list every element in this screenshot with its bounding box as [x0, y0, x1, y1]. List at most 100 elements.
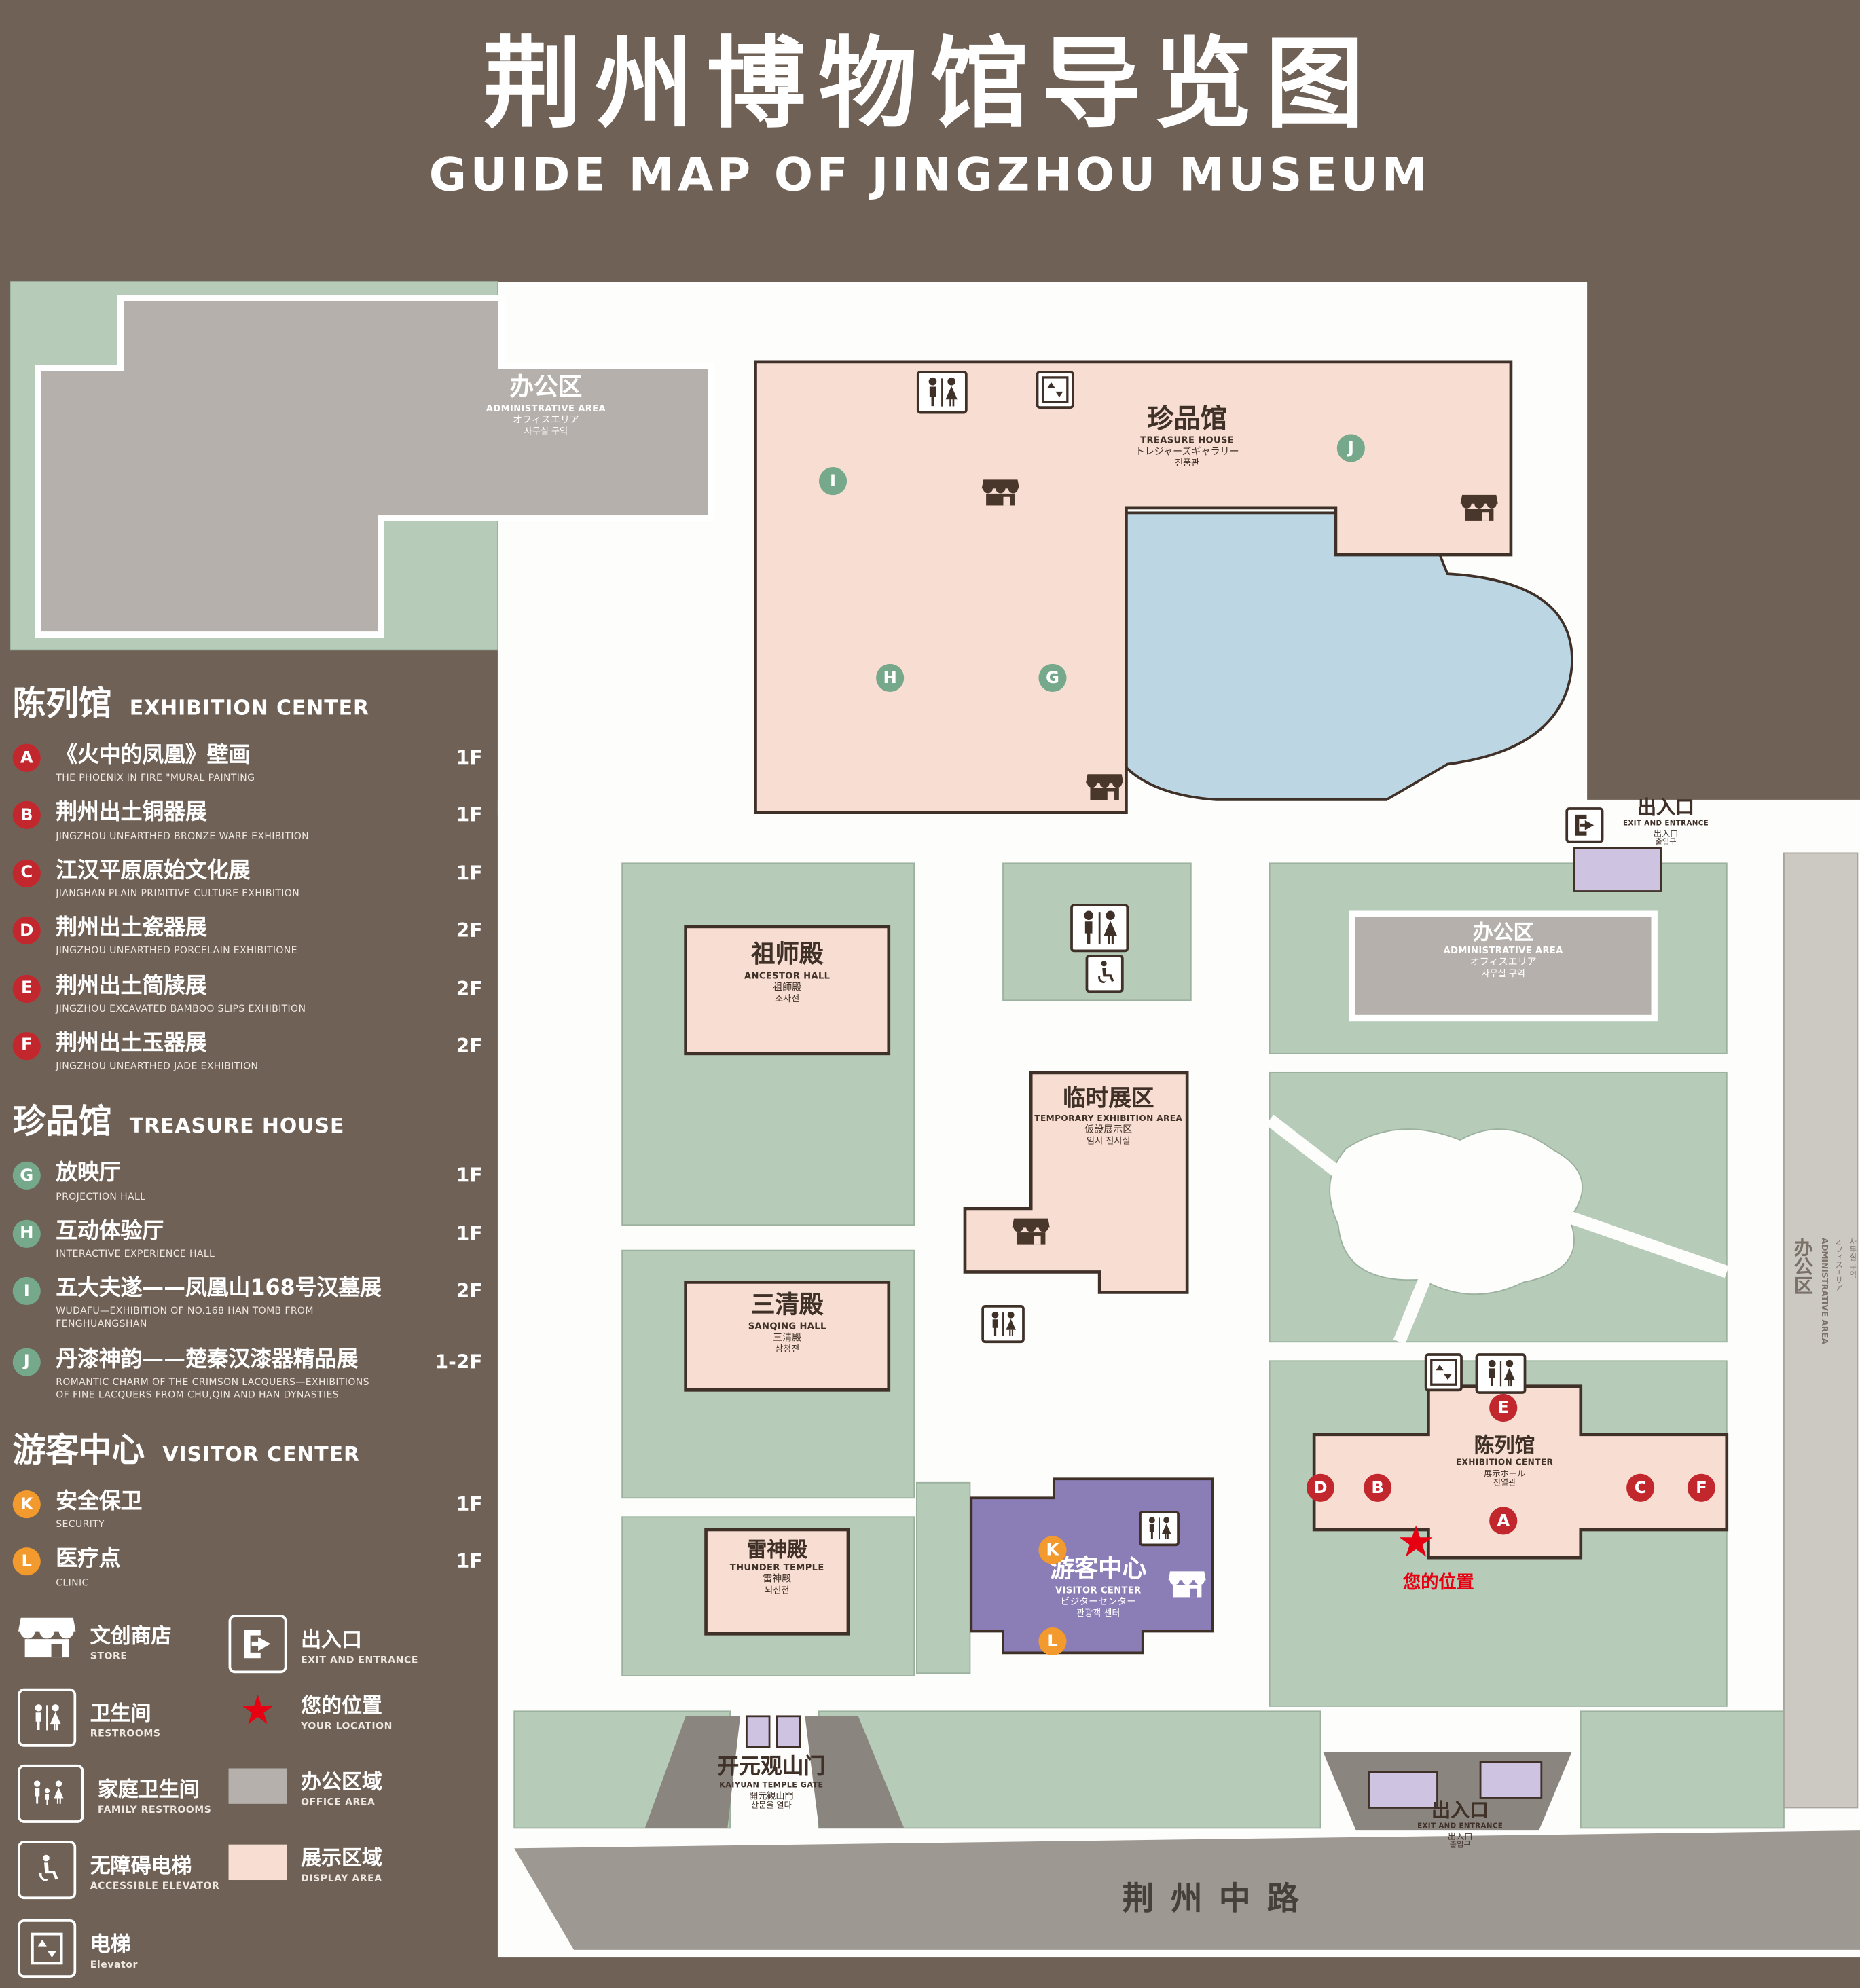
legend-section-exhibition-center: 陈列馆 EXHIBITION CENTER — [12, 685, 369, 724]
accessible-restroom-icon — [1085, 955, 1124, 993]
legend-item-F: F 荆州出土玉器展 JINGZHOU UNEARTHED JADE EXHIBI… — [12, 1031, 500, 1073]
garden-path-1 — [1265, 1114, 1353, 1186]
marker-badge-H: H — [12, 1219, 41, 1248]
map-marker-G: G — [1038, 663, 1067, 692]
restroom-icon — [916, 370, 968, 414]
legend-family-restrooms: 家庭卫生间 FAMILY RESTROOMS — [18, 1764, 211, 1823]
exit-topright-label: 出入口 EXIT AND ENTRANCE 出入口 출입구 — [1622, 796, 1709, 847]
treasure-house-name: 珍品馆 — [1147, 403, 1228, 435]
map-marker-I: I — [818, 467, 847, 496]
gate-ramp-left — [644, 1716, 741, 1828]
floor-badge: 1F — [456, 862, 483, 885]
legend-exit: 出入口 EXIT AND ENTRANCE — [228, 1615, 418, 1674]
display-area-swatch — [228, 1844, 287, 1881]
marker-badge-I: I — [12, 1276, 41, 1306]
marker-badge-C: C — [12, 859, 41, 887]
map-marker-E: E — [1489, 1393, 1518, 1422]
grounds-gate-right — [818, 1710, 1321, 1829]
store-icon — [1460, 492, 1498, 523]
floor-badge: 2F — [456, 1034, 483, 1058]
gate-pad-1 — [745, 1715, 771, 1748]
floor-badge: 1F — [456, 746, 483, 770]
marker-badge-J: J — [12, 1347, 41, 1376]
floor-badge: 1F — [456, 1221, 483, 1245]
admin-strip-label: 办公区 ADMINISTRATIVE AREA オフィスエリア 사무실 구역 — [1791, 1237, 1857, 1344]
legend-item-H: H 互动体验厅 INTERACTIVE EXPERIENCE HALL 1F — [12, 1218, 500, 1260]
treasure-house-building — [754, 360, 1513, 814]
legend-restrooms: 卫生间 RESTROOMS — [18, 1688, 160, 1747]
page-title: 荆州博物馆导览图 — [483, 28, 1377, 143]
floor-badge: 2F — [456, 919, 483, 942]
floor-badge: 1F — [456, 1550, 483, 1574]
restroom-icon — [18, 1688, 77, 1747]
legend-item-A: A 《火中的凤凰》壁画 THE PHOENIX IN FIRE "MURAL P… — [12, 743, 500, 785]
marker-badge-E: E — [12, 974, 41, 1003]
exit-icon — [1565, 807, 1604, 843]
floor-badge: 2F — [456, 1279, 483, 1303]
legend-section-visitor-center: 游客中心 VISITOR CENTER — [12, 1432, 361, 1471]
admin-strip-area — [1783, 852, 1859, 1809]
legend-item-D: D 荆州出土瓷器展 JINGZHOU UNEARTHED PORCELAIN E… — [12, 915, 500, 957]
garden-path-2 — [1565, 1210, 1729, 1278]
office-area-swatch — [228, 1768, 287, 1804]
entrance-pad-topright — [1573, 847, 1662, 892]
legend-elevator: 电梯 Elevator — [18, 1919, 138, 1978]
legend-accessible-elevator: 无障碍电梯 ACCESSIBLE ELEVATOR — [18, 1841, 219, 1900]
legend-panel: 陈列馆 EXHIBITION CENTER A 《火中的凤凰》壁画 THE PH… — [12, 678, 500, 1604]
restroom-icon — [1070, 904, 1129, 953]
map-marker-F: F — [1687, 1473, 1715, 1502]
your-location-icon: ★ — [239, 1685, 276, 1735]
admin-topleft-name: 办公区 — [509, 373, 583, 401]
map-marker-A: A — [1489, 1507, 1518, 1535]
floor-badge: 1-2F — [435, 1350, 483, 1374]
marker-badge-K: K — [12, 1490, 41, 1519]
your-location-text: 您的位置 — [1403, 1572, 1474, 1594]
elevator-icon — [1036, 370, 1074, 409]
admin-building-right — [1349, 910, 1658, 1022]
accessible-elevator-icon — [18, 1841, 77, 1900]
legend-your-location: ★ 您的位置 YOUR LOCATION — [229, 1689, 393, 1732]
marker-badge-F: F — [12, 1031, 41, 1060]
your-location-star-icon: ★ — [1396, 1517, 1436, 1568]
marker-badge-G: G — [12, 1162, 41, 1190]
ancestor-hall-label: 祖师殿 ANCESTOR HALL 祖師殿 조사전 — [744, 940, 831, 1004]
exit-bottom-label: 出入口 EXIT AND ENTRANCE 出入口 출입구 — [1417, 1799, 1503, 1850]
grounds-bottom-right — [1580, 1710, 1785, 1829]
gate-ramp-right — [805, 1716, 905, 1828]
map-marker-H: H — [876, 663, 905, 692]
page-subtitle: GUIDE MAP OF JINGZHOU MUSEUM — [428, 149, 1432, 202]
visitor-center-label: 游客中心 VISITOR CENTER ビジターセンター 관광객 센터 — [1050, 1555, 1147, 1618]
legend-item-B: B 荆州出土铜器展 JINGZHOU UNEARTHED BRONZE WARE… — [12, 800, 500, 843]
map-marker-C: C — [1626, 1473, 1655, 1502]
legend-display-area: 展示区域 DISPLAY AREA — [228, 1841, 382, 1884]
restroom-icon — [1475, 1353, 1527, 1394]
entrance-pad-bottom-2 — [1479, 1761, 1543, 1799]
legend-office-area: 办公区域 OFFICE AREA — [228, 1765, 382, 1807]
map-marker-D: D — [1306, 1473, 1335, 1502]
road-jingzhou-middle — [514, 1830, 1860, 1950]
store-icon — [1012, 1216, 1050, 1247]
store-icon — [1168, 1569, 1206, 1600]
store-icon — [1086, 772, 1124, 803]
thunder-temple-building — [704, 1528, 850, 1636]
marker-badge-L: L — [12, 1547, 41, 1576]
family-restroom-icon — [18, 1764, 84, 1823]
admin-right-label: 办公区 ADMINISTRATIVE AREA オフィスエリア 사무실 구역 — [1443, 920, 1563, 979]
legend-item-I: I 五大夫遂——凤凰山168号汉墓展 WUDAFU—EXHIBITION OF … — [12, 1276, 500, 1331]
admin-topleft-label: 办公区 ADMINISTRATIVE AREA オフィスエリア 사무실 구역 — [432, 373, 661, 437]
admin-building-topleft — [35, 295, 714, 638]
floor-badge: 1F — [456, 1492, 483, 1516]
kaiyuan-gate-label: 开元观山门 KAIYUAN TEMPLE GATE 開元観山門 산문을 열다 — [717, 1754, 826, 1811]
road-name: 荆州中路 — [1122, 1880, 1316, 1917]
elevator-icon — [18, 1919, 77, 1978]
thunder-temple-label: 雷神殿 THUNDER TEMPLE 雷神殿 뇌신전 — [729, 1537, 824, 1596]
floor-badge: 2F — [456, 976, 483, 1000]
map-marker-J: J — [1336, 434, 1365, 462]
store-icon — [18, 1615, 76, 1665]
garden-path-loop — [1329, 1128, 1584, 1295]
gate-pad-2 — [776, 1715, 801, 1748]
marker-badge-B: B — [12, 801, 41, 830]
restroom-icon — [1139, 1510, 1180, 1547]
sanqing-hall-building — [684, 1281, 891, 1392]
